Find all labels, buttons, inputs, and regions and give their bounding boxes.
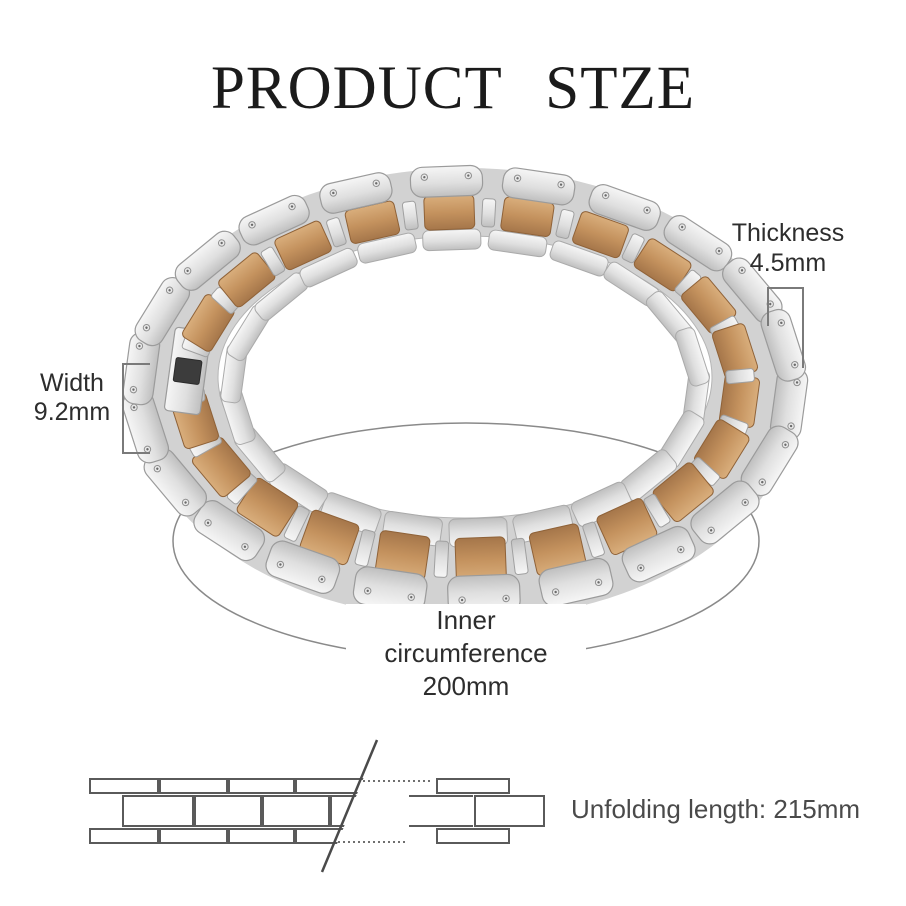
outer-steel-plate (265, 540, 341, 594)
inner-steel-link (299, 247, 358, 288)
steel-connector (582, 521, 605, 558)
width-value: 9.2mm (33, 398, 111, 426)
band-break-gap (321, 722, 448, 884)
inner-steel-link (549, 240, 609, 277)
inner-steel-link (357, 232, 417, 264)
outer-steel-plate (352, 566, 428, 612)
steel-connector (725, 368, 755, 385)
outer-steel-plate (121, 390, 170, 464)
steel-connector (326, 217, 347, 248)
unfolded-band-diagram (89, 722, 545, 884)
steel-connector (401, 200, 419, 231)
steel-connector (643, 493, 671, 528)
inner-circumference-line3: 200mm (422, 671, 510, 701)
thickness-label: Thickness (731, 219, 845, 247)
steel-connector (433, 540, 450, 578)
unfolding-length-text: Unfolding length: 215mm (571, 794, 861, 824)
steel-connector (354, 529, 376, 567)
steel-connector (260, 246, 286, 277)
outer-steel-plate (690, 480, 760, 545)
wood-link (652, 462, 714, 523)
wood-link (274, 220, 332, 271)
unfolded-band-right (409, 778, 545, 844)
outer-steel-plate (193, 500, 266, 562)
wood-link (423, 194, 476, 231)
outer-steel-plate (621, 525, 696, 583)
steel-connector (621, 233, 645, 264)
wood-link (218, 252, 276, 308)
inner-steel-link (422, 228, 482, 252)
outer-steel-plate (663, 215, 733, 272)
inner-circumference-line1: Inner (436, 605, 496, 635)
outer-steel-plate (174, 230, 241, 291)
thickness-annotation: Thickness 4.5mm (700, 218, 876, 278)
thickness-bracket (767, 287, 804, 368)
bracelet-photo (121, 164, 809, 620)
inner-steel-link (675, 327, 710, 387)
band-continuation-dots (338, 780, 431, 843)
steel-connector (510, 537, 529, 576)
width-annotation: Width 9.2mm (8, 369, 136, 427)
page-title: PRODUCT STZE (210, 55, 696, 122)
outer-steel-plate (538, 557, 614, 607)
outer-steel-plate (501, 167, 576, 206)
band-break-slash (320, 739, 379, 873)
outer-steel-plate (760, 308, 807, 382)
width-label: Width (40, 369, 104, 397)
inner-circumference-line2: circumference (384, 638, 548, 668)
outer-steel-plate (319, 172, 393, 214)
steel-connector (283, 505, 310, 542)
outer-steel-plate (409, 164, 484, 198)
outer-steel-plate (238, 194, 310, 246)
unfolding-length-annotation: Unfolding length: 215mm (571, 794, 871, 824)
steel-connector (481, 198, 497, 228)
outer-steel-plate (588, 184, 661, 231)
steel-connector (555, 208, 575, 240)
wood-link (572, 211, 629, 259)
inner-steel-link (487, 229, 548, 258)
width-bracket (122, 363, 150, 454)
thickness-value: 4.5mm (749, 249, 827, 277)
clasp-window (172, 357, 203, 385)
inner-circumference-annotation: Inner circumference 200mm (346, 604, 586, 703)
